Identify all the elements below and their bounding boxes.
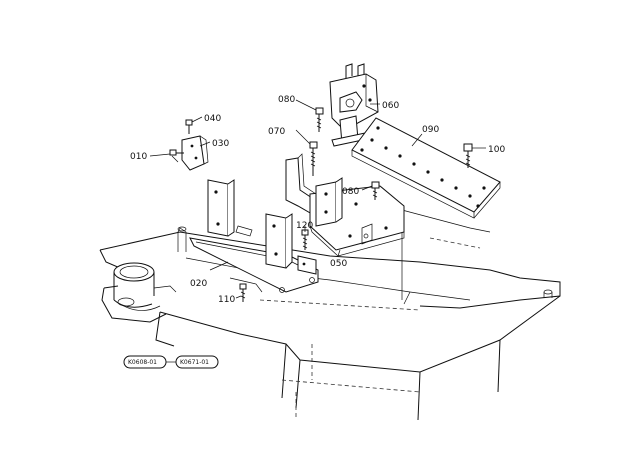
bolt-080-upper: [315, 107, 324, 132]
label-120: 120: [296, 221, 313, 231]
label-060: 060: [382, 101, 399, 111]
bracket-020: [189, 179, 319, 293]
bracket-030: [181, 135, 209, 171]
reference-code: K0671-01: [180, 359, 209, 366]
bracket-050: [285, 153, 405, 257]
part-labels: 010 020 030 040 050 060 070 080 080 090 …: [130, 95, 505, 305]
plate-090: [351, 117, 501, 219]
label-070: 070: [268, 127, 285, 137]
screw-120: [301, 229, 309, 250]
bolt-080-lower: [371, 181, 380, 200]
bolt-070: [309, 141, 318, 176]
label-030: 030: [212, 139, 229, 149]
bolt-100: [463, 143, 473, 168]
screw-110: [239, 283, 247, 302]
reference-badge: [175, 355, 219, 369]
screw-040: [185, 119, 193, 134]
screw-010: [169, 149, 184, 163]
reference-code: K0608-01: [128, 359, 157, 366]
reference-badge: [123, 355, 167, 369]
label-080-lower: 080: [342, 187, 359, 197]
label-110: 110: [218, 295, 235, 305]
label-040: 040: [204, 114, 221, 124]
label-010: 010: [130, 152, 147, 162]
label-020: 020: [190, 279, 207, 289]
label-050: 050: [330, 259, 347, 269]
reference-callouts: K0608-01 K0671-01: [123, 355, 219, 369]
label-090: 090: [422, 125, 439, 135]
cylinder-assembly: [101, 262, 177, 323]
leader-lines: [149, 99, 486, 363]
label-100: 100: [488, 145, 505, 155]
label-080-upper: 080: [278, 95, 295, 105]
